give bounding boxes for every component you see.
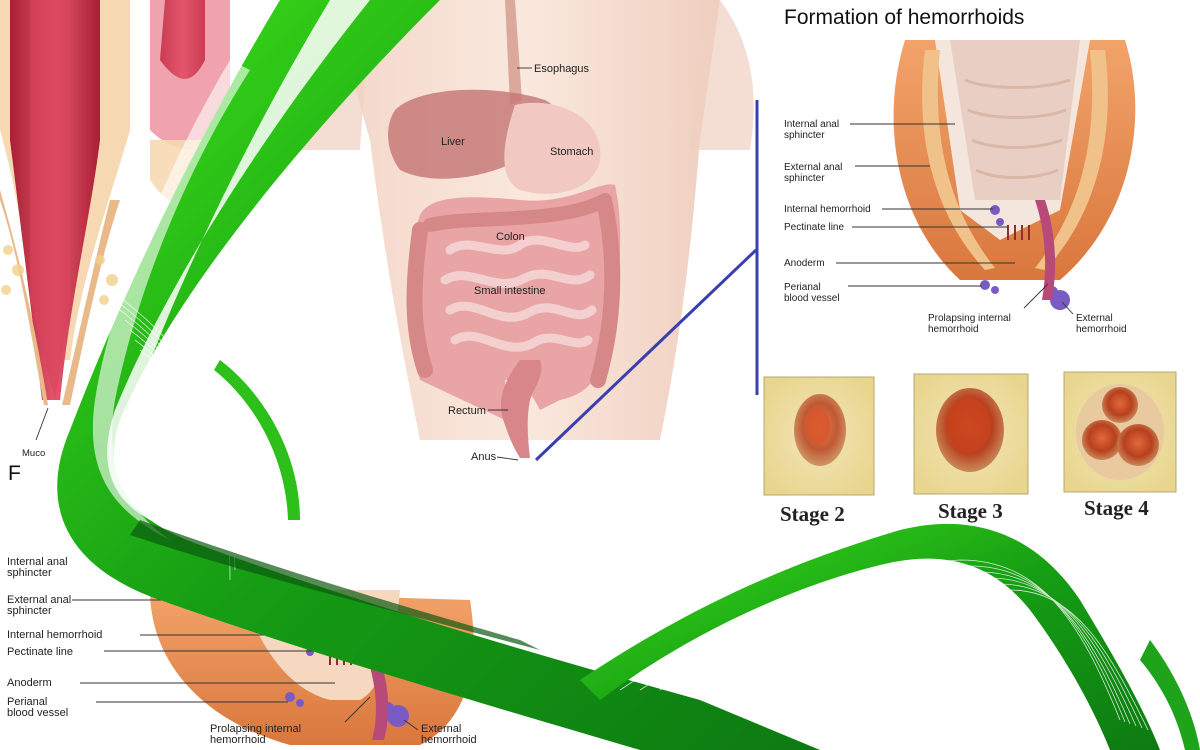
label-anoderm: Anoderm: [784, 258, 825, 269]
hemorrhoid-formation-diagram: Formation of hemorrhoids: [784, 6, 1136, 335]
label-prolapsing-internal-hemorrhoid: Prolapsing internal hemorrhoid: [928, 313, 1014, 335]
label-colon: Colon: [496, 231, 525, 243]
hemorrhoid-diagram-title: Formation of hemorrhoids: [784, 6, 1024, 29]
label-external-anal-sphincter: External anal sphincter: [784, 162, 845, 184]
label-liver: Liver: [441, 136, 465, 148]
bl-label-external-hemorrhoid: External hemorrhoid: [421, 723, 477, 746]
stomach-shape: [504, 102, 601, 194]
stage-4-label: Stage 4: [1084, 496, 1149, 520]
label-perianal-blood-vessel: Perianal blood vessel: [784, 282, 840, 304]
label-internal-anal-sphincter: Internal anal sphincter: [784, 119, 842, 141]
bl-label-perianal-blood-vessel: Perianal blood vessel: [7, 696, 68, 719]
stage-2-photo: Stage 2: [763, 376, 875, 526]
rectum-shape: [500, 360, 542, 458]
label-stomach: Stomach: [550, 146, 593, 158]
stage-3-photo: Stage 3: [913, 373, 1029, 523]
bottom-left-title-fragment: F: [8, 462, 21, 485]
label-small-intestine: Small intestine: [474, 285, 546, 297]
digestive-system-illustration: Esophagus Liver Stomach Colon Small inte…: [296, 0, 754, 463]
label-rectum: Rectum: [448, 405, 486, 417]
bl-label-prolapsing-internal-hemorrhoid: Prolapsing internal hemorrhoid: [210, 723, 304, 746]
stage-photos: Stage 2 Stage 3 Stage 4: [763, 371, 1177, 526]
stage-3-label: Stage 3: [938, 499, 1003, 523]
label-esophagus: Esophagus: [534, 63, 590, 75]
stage-4-photo: Stage 4: [1063, 371, 1177, 520]
bl-label-anoderm: Anoderm: [7, 677, 52, 689]
bl-label-pectinate-line: Pectinate line: [7, 646, 73, 658]
stage-2-label: Stage 2: [780, 502, 845, 526]
bl-label-internal-hemorrhoid: Internal hemorrhoid: [7, 629, 102, 641]
bl-label-external-anal-sphincter: External anal sphincter: [7, 594, 74, 617]
zoom-connector: [534, 100, 759, 462]
label-external-hemorrhoid: External hemorrhoid: [1076, 313, 1127, 335]
label-internal-hemorrhoid: Internal hemorrhoid: [784, 204, 871, 215]
small-intestine-shape: [440, 235, 597, 352]
label-anus: Anus: [471, 451, 497, 463]
top-left-fragment-label: Muco: [22, 448, 45, 459]
green-ribbon-decoration: [57, 0, 1200, 750]
bl-label-internal-anal-sphincter: Internal anal sphincter: [7, 556, 71, 579]
label-pectinate-line: Pectinate line: [784, 222, 844, 233]
